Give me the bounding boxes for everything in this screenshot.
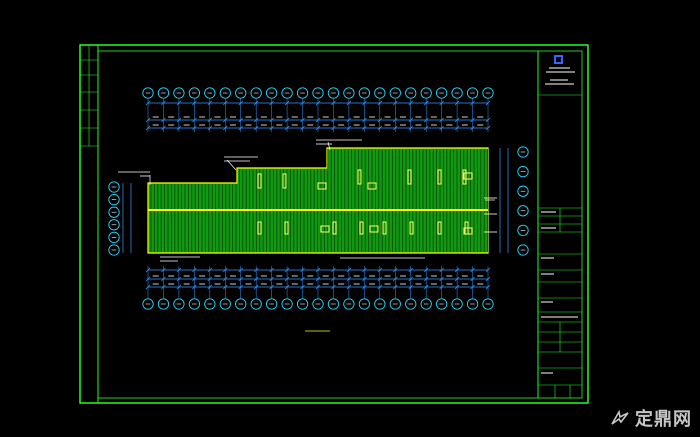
grid-bubble: [482, 298, 494, 310]
grid-bubble: [420, 298, 432, 310]
grid-bubble: [343, 298, 355, 310]
grid-bubble: [374, 298, 386, 310]
grid-bubble: [517, 224, 529, 237]
outer-border: [79, 44, 589, 404]
grid-bubble: [173, 87, 185, 99]
roof-ribs: [150, 149, 489, 252]
watermark-text: 定鼎网: [635, 409, 692, 430]
company-logo-icon: [554, 55, 563, 64]
grid-bubble: [451, 298, 463, 310]
grid-bubble: [466, 298, 479, 310]
annotation-text-lines: [118, 139, 497, 262]
grid-bubble: [374, 87, 386, 99]
binding-strip-ticks: [80, 45, 98, 147]
company-name-lines: [545, 67, 575, 85]
grid-bubble: [250, 87, 262, 99]
grid-bubble: [435, 87, 448, 99]
grid-bubble: [405, 87, 417, 99]
grid-bubble: [296, 298, 309, 310]
grid-bubble: [250, 298, 262, 310]
grid-bubble: [327, 87, 340, 99]
grid-bubble: [188, 298, 201, 310]
grid-bubble: [108, 181, 120, 193]
grid-bubble: [188, 87, 201, 99]
grid-bubble: [142, 298, 154, 310]
title-block: [538, 94, 582, 398]
grid-bubble: [451, 87, 463, 99]
grid-bubble: [517, 185, 529, 197]
grid-bubble: [281, 298, 293, 310]
grid-bubble: [312, 298, 324, 310]
grid-bubble: [265, 87, 278, 99]
grid-bubble: [235, 87, 247, 99]
grid-bubble: [517, 244, 529, 256]
grid-bubble: [204, 87, 216, 99]
grid-bubble: [281, 87, 293, 99]
grid-bubble: [358, 87, 371, 99]
grid-bubble: [517, 146, 529, 158]
wing-logo-icon: [611, 409, 629, 425]
grid-bubble: [173, 298, 185, 310]
grid-bubble: [219, 298, 231, 310]
grid-bubble: [108, 244, 120, 256]
grid-bubble: [466, 87, 479, 99]
grid-bubble: [157, 298, 170, 310]
grid-axis-left: [108, 181, 120, 256]
grid-bubble: [142, 87, 154, 99]
grid-bubble: [420, 87, 432, 99]
grid-bubble: [517, 165, 529, 178]
grid-axis-right: [517, 146, 529, 256]
grid-bubble: [405, 298, 417, 310]
grid-bubble: [482, 87, 494, 99]
grid-bubble: [265, 298, 278, 310]
grid-bubble: [204, 298, 216, 310]
grid-axis-top: [142, 87, 494, 132]
grid-bubble: [435, 298, 448, 310]
roof-plan: [147, 147, 489, 254]
grid-axis-bottom: [142, 266, 494, 310]
grid-bubble: [108, 206, 120, 218]
grid-bubble: [343, 87, 355, 99]
grid-bubble: [108, 193, 120, 206]
skylights: [257, 169, 473, 235]
grid-bubble: [108, 231, 120, 244]
grid-bubble: [358, 298, 371, 310]
grid-bubble: [389, 87, 401, 99]
grid-bubble: [327, 298, 340, 310]
title-block-text-lines: [541, 211, 578, 374]
dimension-texts: [152, 116, 484, 285]
grid-bubble: [389, 298, 401, 310]
grid-bubble: [108, 219, 120, 231]
grid-bubble: [235, 298, 247, 310]
annotation-leaders: [149, 141, 495, 201]
inner-border: [97, 50, 583, 399]
watermark: 定鼎网: [610, 405, 692, 431]
grid-bubble: [517, 205, 529, 217]
grid-bubble: [219, 87, 231, 99]
grid-bubble: [157, 87, 170, 99]
grid-bubble: [312, 87, 324, 99]
grid-bubble: [296, 87, 309, 99]
